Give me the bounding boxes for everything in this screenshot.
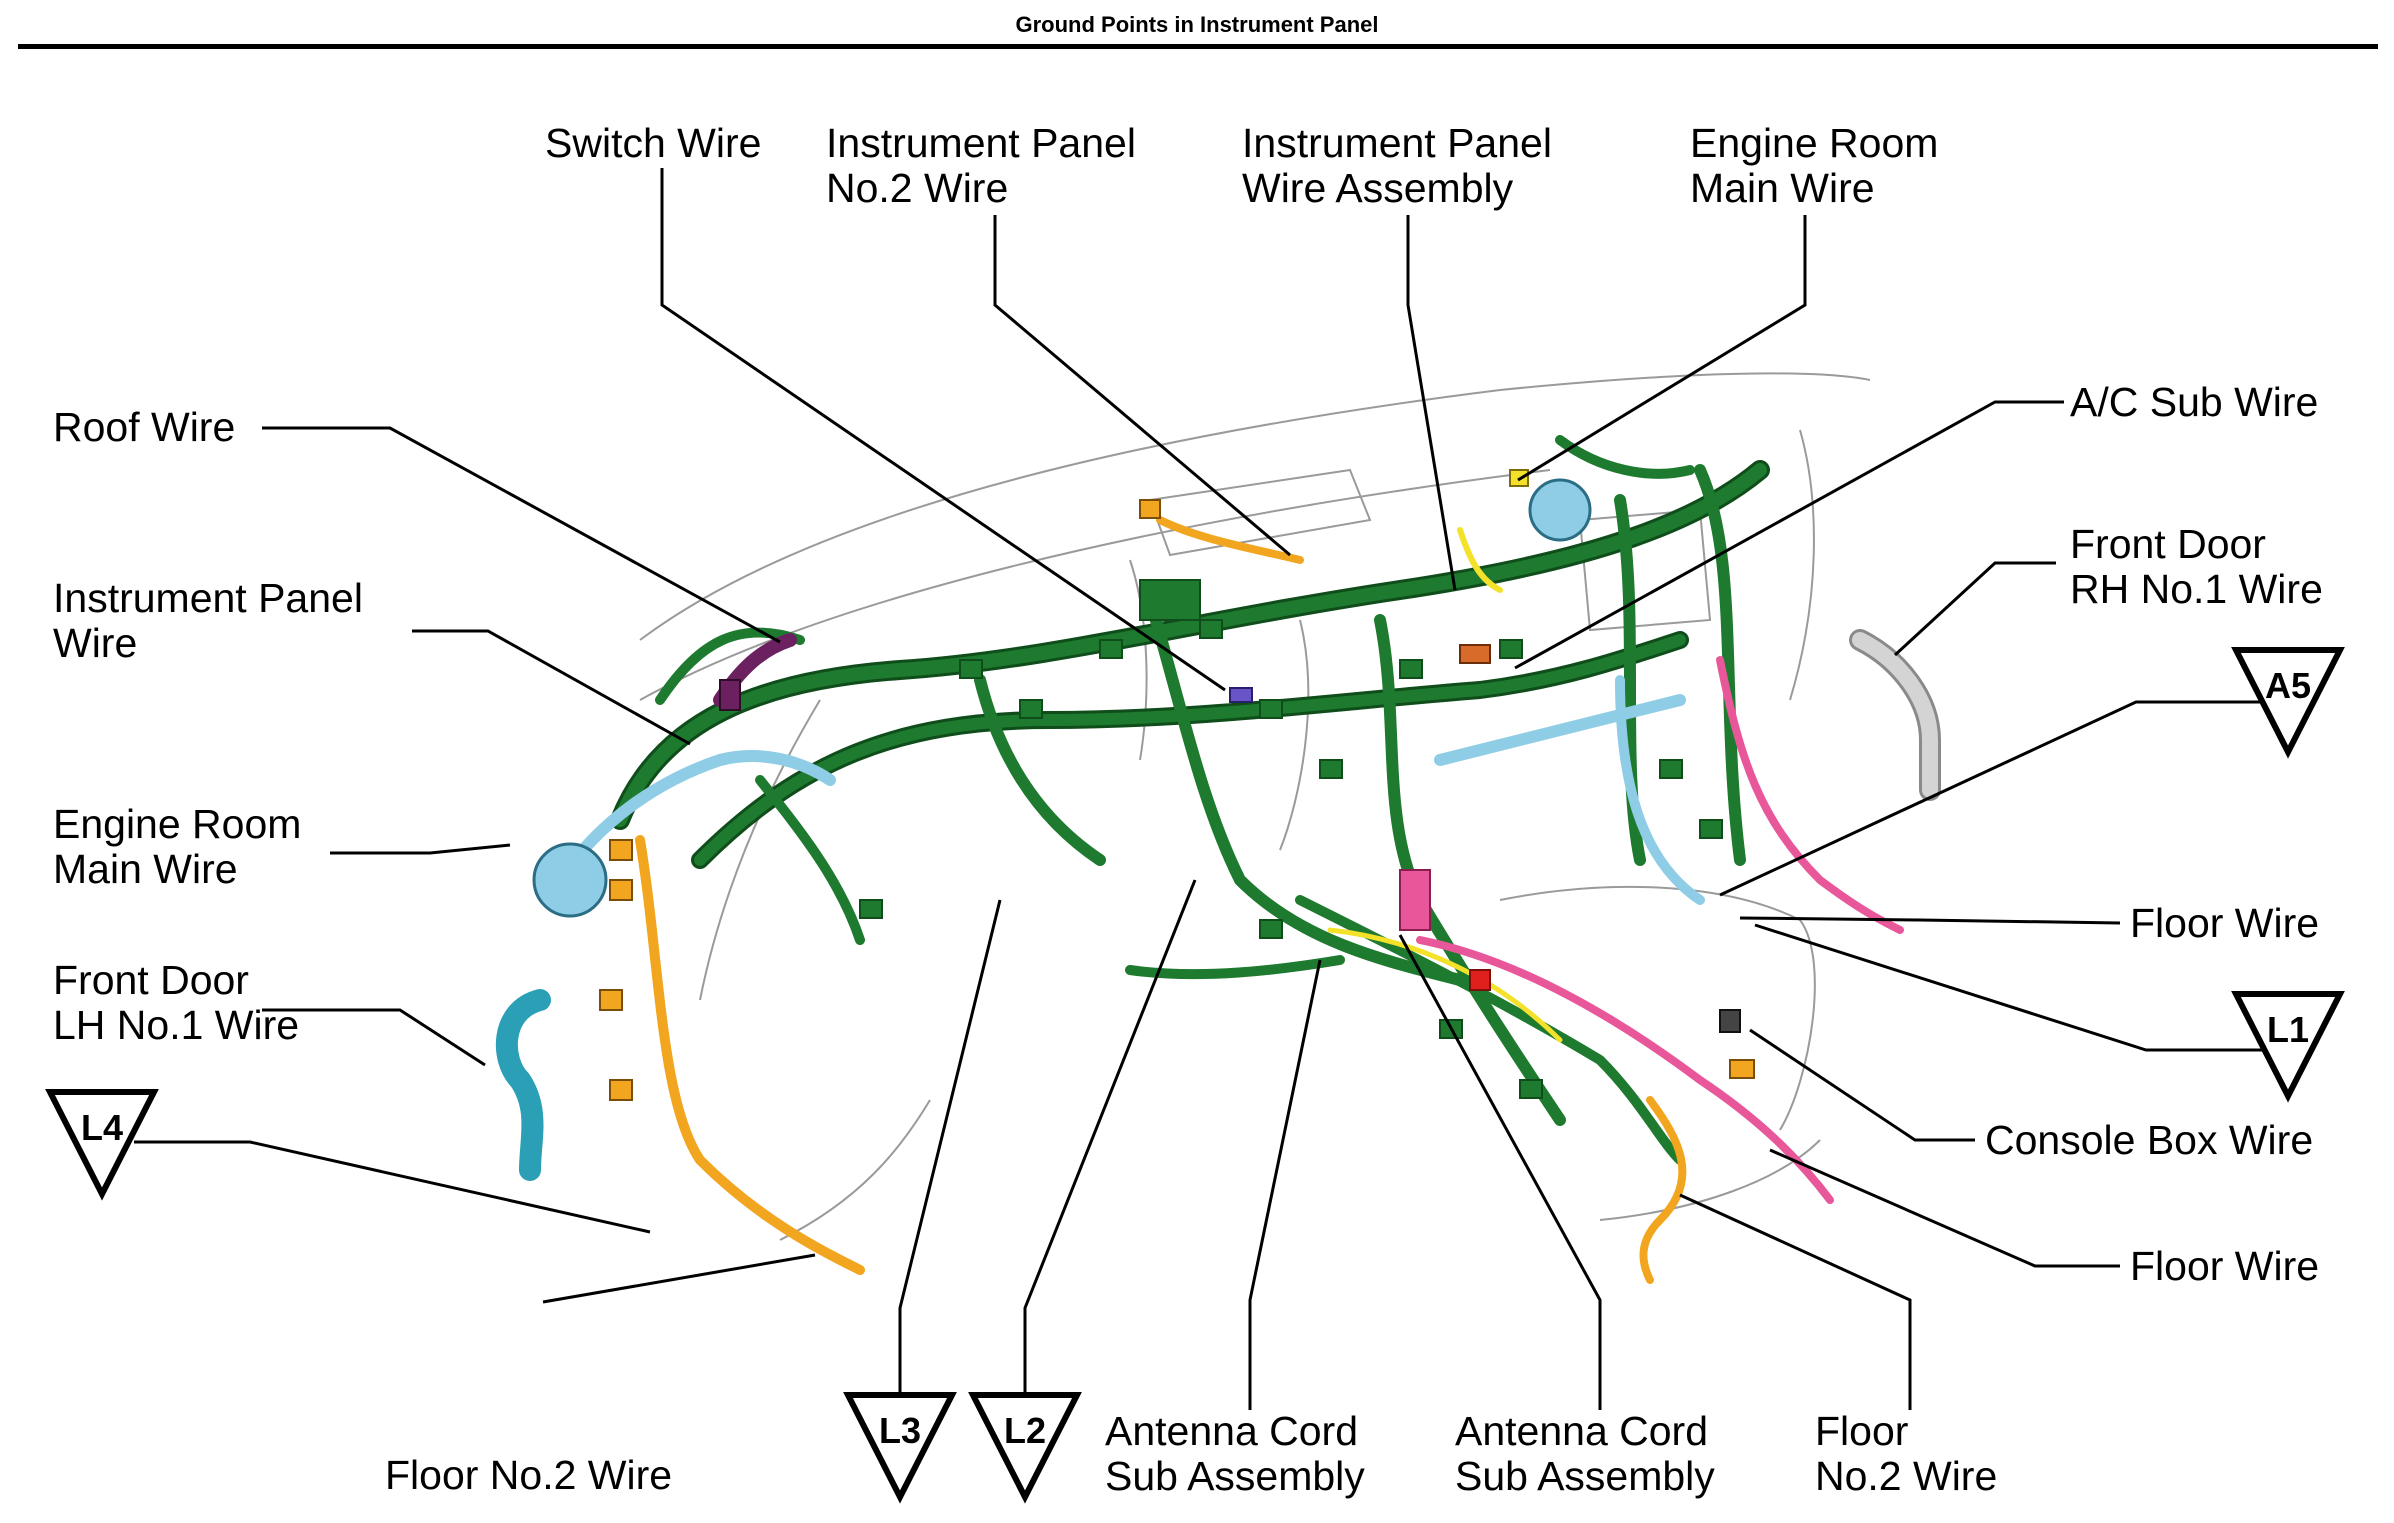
- label-switch-wire: Switch Wire: [545, 120, 761, 166]
- label-floor-wire-lower: Floor Wire: [2130, 1243, 2319, 1289]
- leader-lines: [134, 168, 2266, 1410]
- harness-bundle-main: [610, 435, 1770, 1165]
- harness-bundle-teal: [496, 989, 551, 1181]
- ground-point-l4: L4: [45, 1089, 159, 1201]
- label-front-door-lh: Front Door LH No.1 Wire: [53, 957, 299, 1048]
- page-title: Ground Points in Instrument Panel: [1015, 12, 1379, 37]
- dash-outline: [639, 372, 1871, 1241]
- ground-point-l2-label: L2: [1004, 1410, 1046, 1451]
- harness-bundle-orange: [635, 516, 1687, 1284]
- label-engine-room-main-top: Engine Room Main Wire: [1690, 120, 1950, 211]
- harness-bundle-gray: [1849, 629, 1941, 801]
- ground-point-l1: L1: [2231, 991, 2345, 1103]
- label-floor-no2-left: Floor No.2 Wire: [385, 1452, 672, 1498]
- connectors: [599, 469, 1755, 1101]
- label-front-door-rh: Front Door RH No.1 Wire: [2070, 521, 2323, 612]
- label-floor-wire-upper: Floor Wire: [2130, 900, 2319, 946]
- ground-point-l2: L2: [968, 1392, 1082, 1504]
- ground-point-a5: A5: [2231, 647, 2345, 759]
- label-engine-room-main-left: Engine Room Main Wire: [53, 801, 313, 892]
- ground-point-l4-label: L4: [81, 1107, 123, 1148]
- label-ip-no2-wire: Instrument Panel No.2 Wire: [826, 120, 1147, 211]
- label-roof-wire: Roof Wire: [53, 404, 235, 450]
- harness-bundle-yellow: [1327, 527, 1563, 1043]
- label-antenna-cord-2: Antenna Cord Sub Assembly: [1455, 1408, 1719, 1499]
- label-ac-sub-wire: A/C Sub Wire: [2070, 379, 2318, 425]
- harness-bundle-light-blue: [532, 478, 1705, 918]
- label-ip-wire-assembly: Instrument Panel Wire Assembly: [1242, 120, 1563, 211]
- ground-point-l1-label: L1: [2267, 1009, 2309, 1050]
- label-ip-wire: Instrument Panel Wire: [53, 575, 374, 666]
- label-console-box-wire: Console Box Wire: [1985, 1117, 2313, 1163]
- ground-point-a5-label: A5: [2265, 665, 2311, 706]
- label-floor-no2-right: Floor No.2 Wire: [1815, 1408, 1997, 1499]
- title-rule: [18, 44, 2378, 49]
- ground-point-l3: L3: [843, 1392, 957, 1504]
- label-antenna-cord-1: Antenna Cord Sub Assembly: [1105, 1408, 1369, 1499]
- ground-point-l3-label: L3: [879, 1410, 921, 1451]
- callout-labels: Switch Wire Instrument Panel No.2 Wire I…: [53, 120, 2323, 1499]
